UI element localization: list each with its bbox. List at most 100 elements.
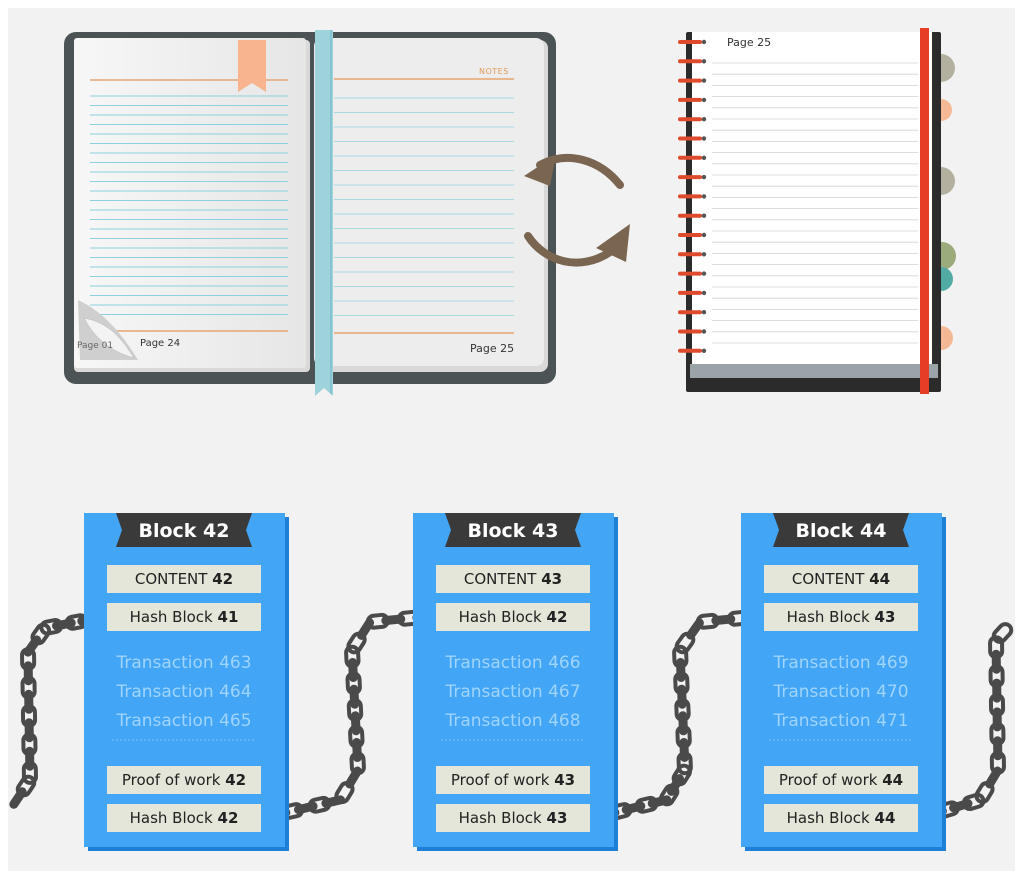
spiral-ring (678, 290, 702, 295)
block-prev-hash-text: Hash Block (459, 608, 547, 626)
spiral-hole (701, 290, 707, 296)
spiral-binding (678, 39, 707, 353)
block-content-number: 43 (541, 570, 562, 588)
bookmark-ribbon (238, 40, 266, 92)
chain-link (993, 736, 1003, 761)
block-proof-of-work: Proof of work 43 (451, 771, 575, 789)
block-prev-hash: Hash Block 42 (459, 608, 568, 626)
chain-link (9, 787, 27, 809)
spiral-ring (678, 271, 702, 276)
spiral-hole (701, 174, 707, 180)
block-hash-text: Hash Block (130, 809, 218, 827)
chain-link (352, 738, 362, 762)
chain-link (344, 644, 361, 669)
chain-link (991, 649, 1001, 674)
transaction-item: Transaction 467 (444, 682, 580, 702)
block-prev-hash-box (107, 603, 261, 631)
spiral-ring (678, 310, 702, 315)
left-ruled-lines (90, 95, 288, 315)
spiral-hole (701, 117, 707, 122)
spiral-hole (701, 348, 707, 353)
transaction-item: Transaction 468 (444, 711, 580, 731)
transaction-item: Transaction 471 (772, 711, 908, 731)
block-hash-box (764, 804, 918, 832)
block-prev-hash: Hash Block 43 (787, 608, 896, 626)
block-proof-of-work: Proof of work 44 (779, 771, 903, 789)
block-proof-of-work-text: Proof of work (451, 771, 554, 789)
block-content-text: CONTENT (135, 570, 212, 588)
block-hash: Hash Block 42 (130, 809, 239, 827)
block-hash-number: 43 (547, 809, 568, 827)
right-page (314, 38, 544, 366)
transaction-item: Transaction 466 (444, 653, 580, 673)
spiral-ring (678, 252, 702, 257)
block-proof-of-work-text: Proof of work (122, 771, 225, 789)
spiral-notebook: Page 25 (678, 28, 956, 394)
chain-link (678, 711, 688, 736)
block-content-number: 44 (869, 570, 890, 588)
spiral-hole (701, 252, 707, 257)
block-content: CONTENT 42 (135, 570, 233, 588)
spiral-page-stack (690, 364, 938, 378)
block-hash-box (107, 804, 261, 832)
chain-link (675, 658, 686, 682)
chain-link (52, 618, 76, 631)
transaction-item: Transaction 469 (772, 653, 908, 673)
chain-link (348, 658, 358, 682)
spiral-ruled-lines (712, 62, 918, 344)
spiral-ring (678, 78, 702, 83)
block-title-banner (445, 513, 581, 547)
chain-link (350, 711, 361, 736)
transaction-item: Transaction 470 (772, 682, 908, 702)
spiral-hole (701, 271, 707, 276)
left-page (74, 38, 306, 368)
block-title-banner (116, 513, 252, 547)
block-body (84, 513, 285, 847)
spiral-hole (701, 97, 707, 103)
chain-links (9, 608, 1014, 827)
block-hash-number: 42 (218, 809, 239, 827)
chain-link (992, 678, 1002, 703)
block-title: Block 43 (467, 520, 558, 542)
spiral-hole (701, 155, 707, 160)
right-ruled-lines (334, 97, 514, 316)
spiral-hole (701, 310, 707, 315)
block-proof-of-work-box (764, 766, 918, 794)
arrow-bottom-icon (524, 232, 614, 267)
block-title: Block 44 (795, 520, 886, 542)
block-content-box (764, 565, 918, 593)
block-prev-hash-text: Hash Block (130, 608, 218, 626)
chain-link (25, 746, 35, 771)
spiral-hole (701, 39, 707, 45)
spiral-ring (678, 213, 702, 218)
spiral-ring (678, 329, 702, 334)
block-hash: Hash Block 44 (787, 809, 896, 827)
block-proof-of-work-number: 42 (225, 771, 246, 789)
chain-link (24, 718, 34, 743)
block-prev-hash: Hash Block 41 (130, 608, 239, 626)
chain-link (647, 795, 672, 808)
spiral-ring (678, 175, 702, 180)
chain-link (39, 618, 64, 636)
block-content-number: 42 (212, 570, 233, 588)
spiral-ring (678, 40, 702, 44)
page-01-label: Page 01 (77, 341, 113, 351)
spiral-red-strap (920, 28, 929, 394)
spiral-page (692, 32, 932, 364)
chain-link (992, 707, 1002, 732)
spiral-ring (678, 233, 702, 237)
page-25-label: Page 25 (470, 342, 514, 355)
block-prev-hash-text: Hash Block (787, 608, 875, 626)
block-prev-hash-box (436, 603, 590, 631)
spiral-hole (701, 329, 707, 334)
spiral-hole (701, 136, 707, 141)
block-title: Block 42 (138, 520, 229, 542)
transaction-item: Transaction 463 (115, 653, 251, 673)
block-title-banner (773, 513, 909, 547)
spiral-ring (678, 155, 702, 160)
